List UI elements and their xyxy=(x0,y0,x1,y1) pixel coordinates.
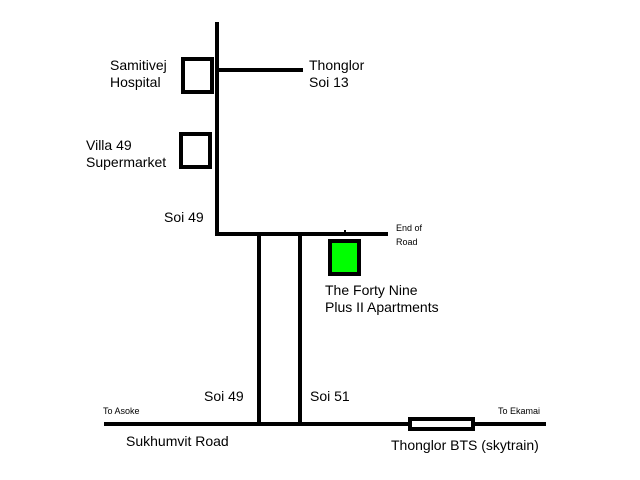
villa-label-2: Supermarket xyxy=(86,154,166,170)
apartment-label-2: Plus II Apartments xyxy=(325,299,439,315)
sukhumvit-label: Sukhumvit Road xyxy=(126,433,229,449)
samitivej-hospital-building xyxy=(181,57,214,94)
to-asoke-label: To Asoke xyxy=(103,406,140,416)
soi49-top-label: Soi 49 xyxy=(164,209,204,225)
to-ekamai-label: To Ekamai xyxy=(498,406,540,416)
end-of-road-label-2: Road xyxy=(396,237,418,247)
thonglor13-label-1: Thonglor xyxy=(309,57,365,73)
bts-label: Thonglor BTS (skytrain) xyxy=(391,437,539,453)
soi49-bottom-label: Soi 49 xyxy=(204,388,244,404)
samitivej-label-2: Hospital xyxy=(110,74,161,90)
thonglor13-label-2: Soi 13 xyxy=(309,74,349,90)
end-of-road-label-1: End of xyxy=(396,223,423,233)
soi51-label: Soi 51 xyxy=(310,388,350,404)
bts-station xyxy=(408,417,475,431)
apartment-label-1: The Forty Nine xyxy=(325,282,418,298)
villa-49-supermarket-building xyxy=(179,132,212,169)
villa-label-1: Villa 49 xyxy=(86,137,132,153)
samitivej-label-1: Samitivej xyxy=(110,57,167,73)
apartment-building xyxy=(328,239,361,276)
